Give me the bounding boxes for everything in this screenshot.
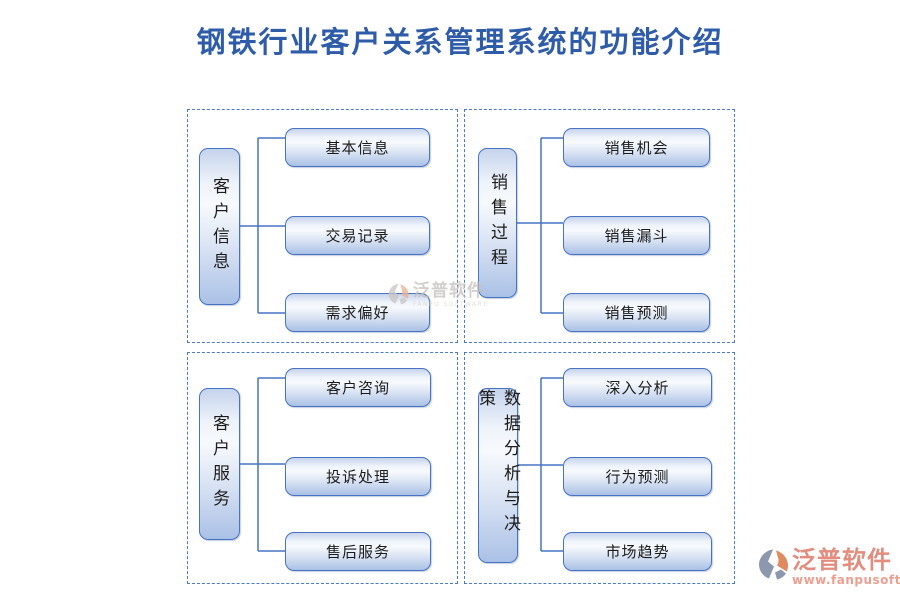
footer-url-text: www.fanpusoft.com [792, 573, 900, 587]
panel-sales-process: 销售过程 销售机会 销售漏斗 销售预测 [464, 109, 735, 343]
feature-node-demand-preference: 需求偏好 [285, 293, 430, 332]
feature-node-market-trend: 市场趋势 [563, 532, 712, 571]
panel-customer-info: 客户信息 基本信息 交易记录 需求偏好 [187, 109, 458, 343]
feature-node-customer-consult: 客户咨询 [285, 368, 431, 407]
footer-brand-text: 泛普软件 [792, 545, 892, 574]
feature-node-basic-info: 基本信息 [285, 128, 430, 167]
category-node-customer-info: 客户信息 [199, 148, 240, 305]
category-node-customer-service: 客户服务 [199, 388, 240, 540]
feature-node-behavior-prediction: 行为预测 [563, 457, 712, 496]
feature-node-sales-opportunity: 销售机会 [563, 128, 710, 167]
feature-node-after-sales-service: 售后服务 [285, 532, 431, 571]
feature-node-deep-analysis: 深入分析 [563, 368, 712, 407]
category-node-sales-process: 销售过程 [478, 148, 517, 298]
feature-node-sales-funnel: 销售漏斗 [563, 216, 710, 255]
fanpu-logo-icon [759, 549, 788, 580]
feature-node-transaction-records: 交易记录 [285, 216, 430, 255]
page-title: 钢铁行业客户关系管理系统的功能介绍 [196, 25, 724, 59]
feature-node-sales-forecast: 销售预测 [563, 293, 710, 332]
panel-data-analysis: 数据分析与决策 深入分析 行为预测 市场趋势 [464, 352, 735, 584]
panel-customer-service: 客户服务 客户咨询 投诉处理 售后服务 [187, 352, 458, 584]
feature-node-complaint-handling: 投诉处理 [285, 457, 431, 496]
fanpu-logo: 泛普软件 www.fanpusoft.com [758, 548, 900, 586]
category-node-data-analysis: 数据分析与决策 [475, 388, 520, 563]
